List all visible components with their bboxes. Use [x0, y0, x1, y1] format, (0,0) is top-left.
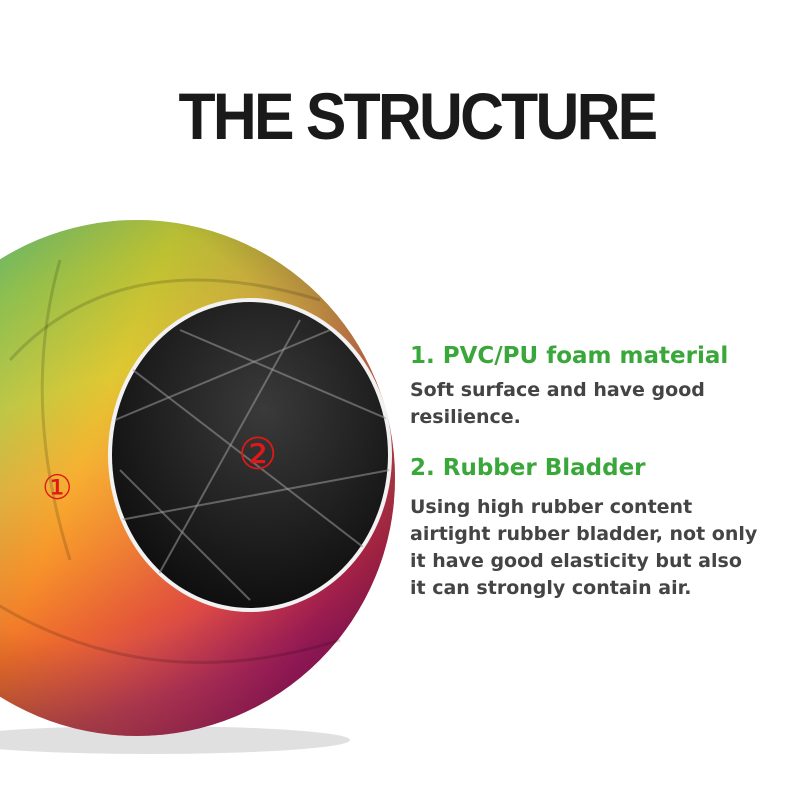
description-line: Using high rubber content: [410, 496, 693, 518]
feature-heading-bladder: 2. Rubber Bladder: [410, 455, 646, 481]
feature-description-foam: Soft surface and have good resilience.: [410, 377, 705, 431]
description-line: it have good elasticity but also: [410, 550, 742, 572]
description-line: it can strongly contain air.: [410, 577, 692, 599]
description-line: Soft surface and have good: [410, 379, 705, 401]
feature-description-bladder: Using high rubber content airtight rubbe…: [410, 494, 757, 602]
marker-foam-layer: ①: [42, 468, 73, 508]
feature-heading-foam: 1. PVC/PU foam material: [410, 343, 729, 369]
page-title: THE STRUCTURE: [178, 79, 659, 153]
marker-rubber-bladder: ②: [238, 429, 278, 480]
description-line: resilience.: [410, 406, 521, 428]
description-line: airtight rubber bladder, not only: [410, 523, 758, 545]
